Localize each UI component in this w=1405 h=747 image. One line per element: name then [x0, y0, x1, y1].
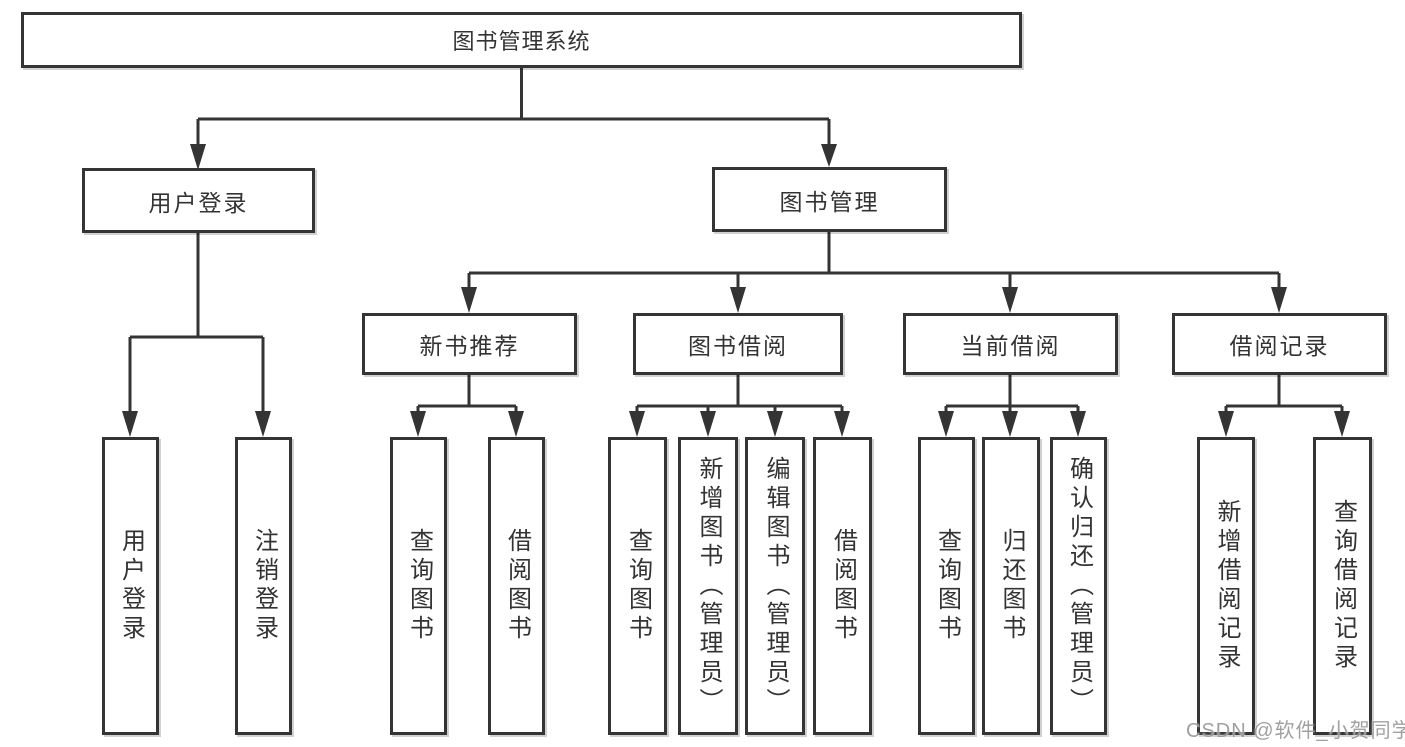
leaf-current-confirm-return-admin: 确认归还（管理员）	[1050, 437, 1107, 735]
node-library-management-system: 图书管理系统	[21, 12, 1022, 68]
arrowheads	[122, 144, 1350, 437]
tree-edges	[128, 68, 1344, 413]
node-borrow-records: 借阅记录	[1172, 313, 1387, 375]
node-new-book-recommend: 新书推荐	[362, 313, 577, 375]
leaf-borrow-edit-books-admin: 编辑图书（管理员）	[745, 437, 805, 735]
node-current-borrow: 当前借阅	[903, 313, 1118, 375]
leaf-borrow-borrow-books: 借阅图书	[813, 437, 872, 735]
node-book-borrow: 图书借阅	[633, 313, 843, 375]
leaf-records-add-record: 新增借阅记录	[1197, 437, 1255, 735]
leaf-logout-login: 注销登录	[235, 437, 292, 735]
node-book-management: 图书管理	[712, 167, 947, 232]
leaf-current-query-books: 查询图书	[918, 437, 975, 735]
leaf-user-login: 用户登录	[102, 437, 159, 735]
leaf-borrow-query-books: 查询图书	[608, 437, 667, 735]
leaf-borrow-add-books-admin: 新增图书（管理员）	[678, 437, 738, 735]
leaf-newbook-query-books: 查询图书	[390, 437, 447, 735]
leaf-current-return-books: 归还图书	[982, 437, 1040, 735]
leaf-newbook-borrow-books: 借阅图书	[488, 437, 545, 735]
leaf-records-query-record: 查询借阅记录	[1313, 437, 1372, 735]
node-user-login: 用户登录	[82, 168, 315, 233]
watermark: CSDN @软件_小贺同学	[1186, 720, 1405, 742]
